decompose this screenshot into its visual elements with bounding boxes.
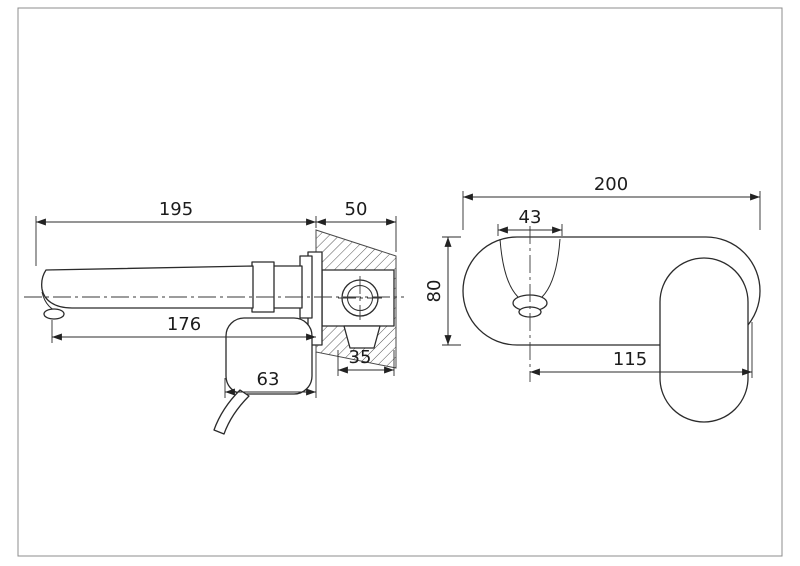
dim-wall-section-label: 50 (345, 199, 368, 220)
drawing-border (17, 7, 783, 557)
body-mid-section (271, 265, 303, 309)
front-view (462, 226, 761, 423)
side-view (24, 229, 404, 435)
dim-plate-width-label: 200 (594, 174, 628, 195)
dim-spout-outlet-width-label: 43 (519, 207, 542, 228)
handle-front (659, 257, 749, 423)
valve-lower-port (343, 325, 381, 349)
handle-grip-tip (213, 389, 250, 435)
dim-spout-projection-label: 195 (159, 199, 193, 220)
spout-outlet-side (43, 308, 65, 320)
dim-spout-underside-label: 176 (167, 314, 201, 335)
dim-plate-height-group: 80 (424, 280, 445, 303)
spout-side (40, 265, 254, 309)
side-view-dimensions: 195 50 176 35 63 (35, 199, 397, 398)
dim-plate-height-label: 80 (424, 280, 445, 303)
front-view-dimensions: 200 43 80 115 (424, 174, 761, 378)
body-front-ring (251, 261, 275, 313)
dim-handle-projection-label: 63 (257, 369, 280, 390)
dim-spout-to-edge-label: 115 (613, 349, 647, 370)
dim-recess-depth-label: 35 (349, 347, 372, 368)
